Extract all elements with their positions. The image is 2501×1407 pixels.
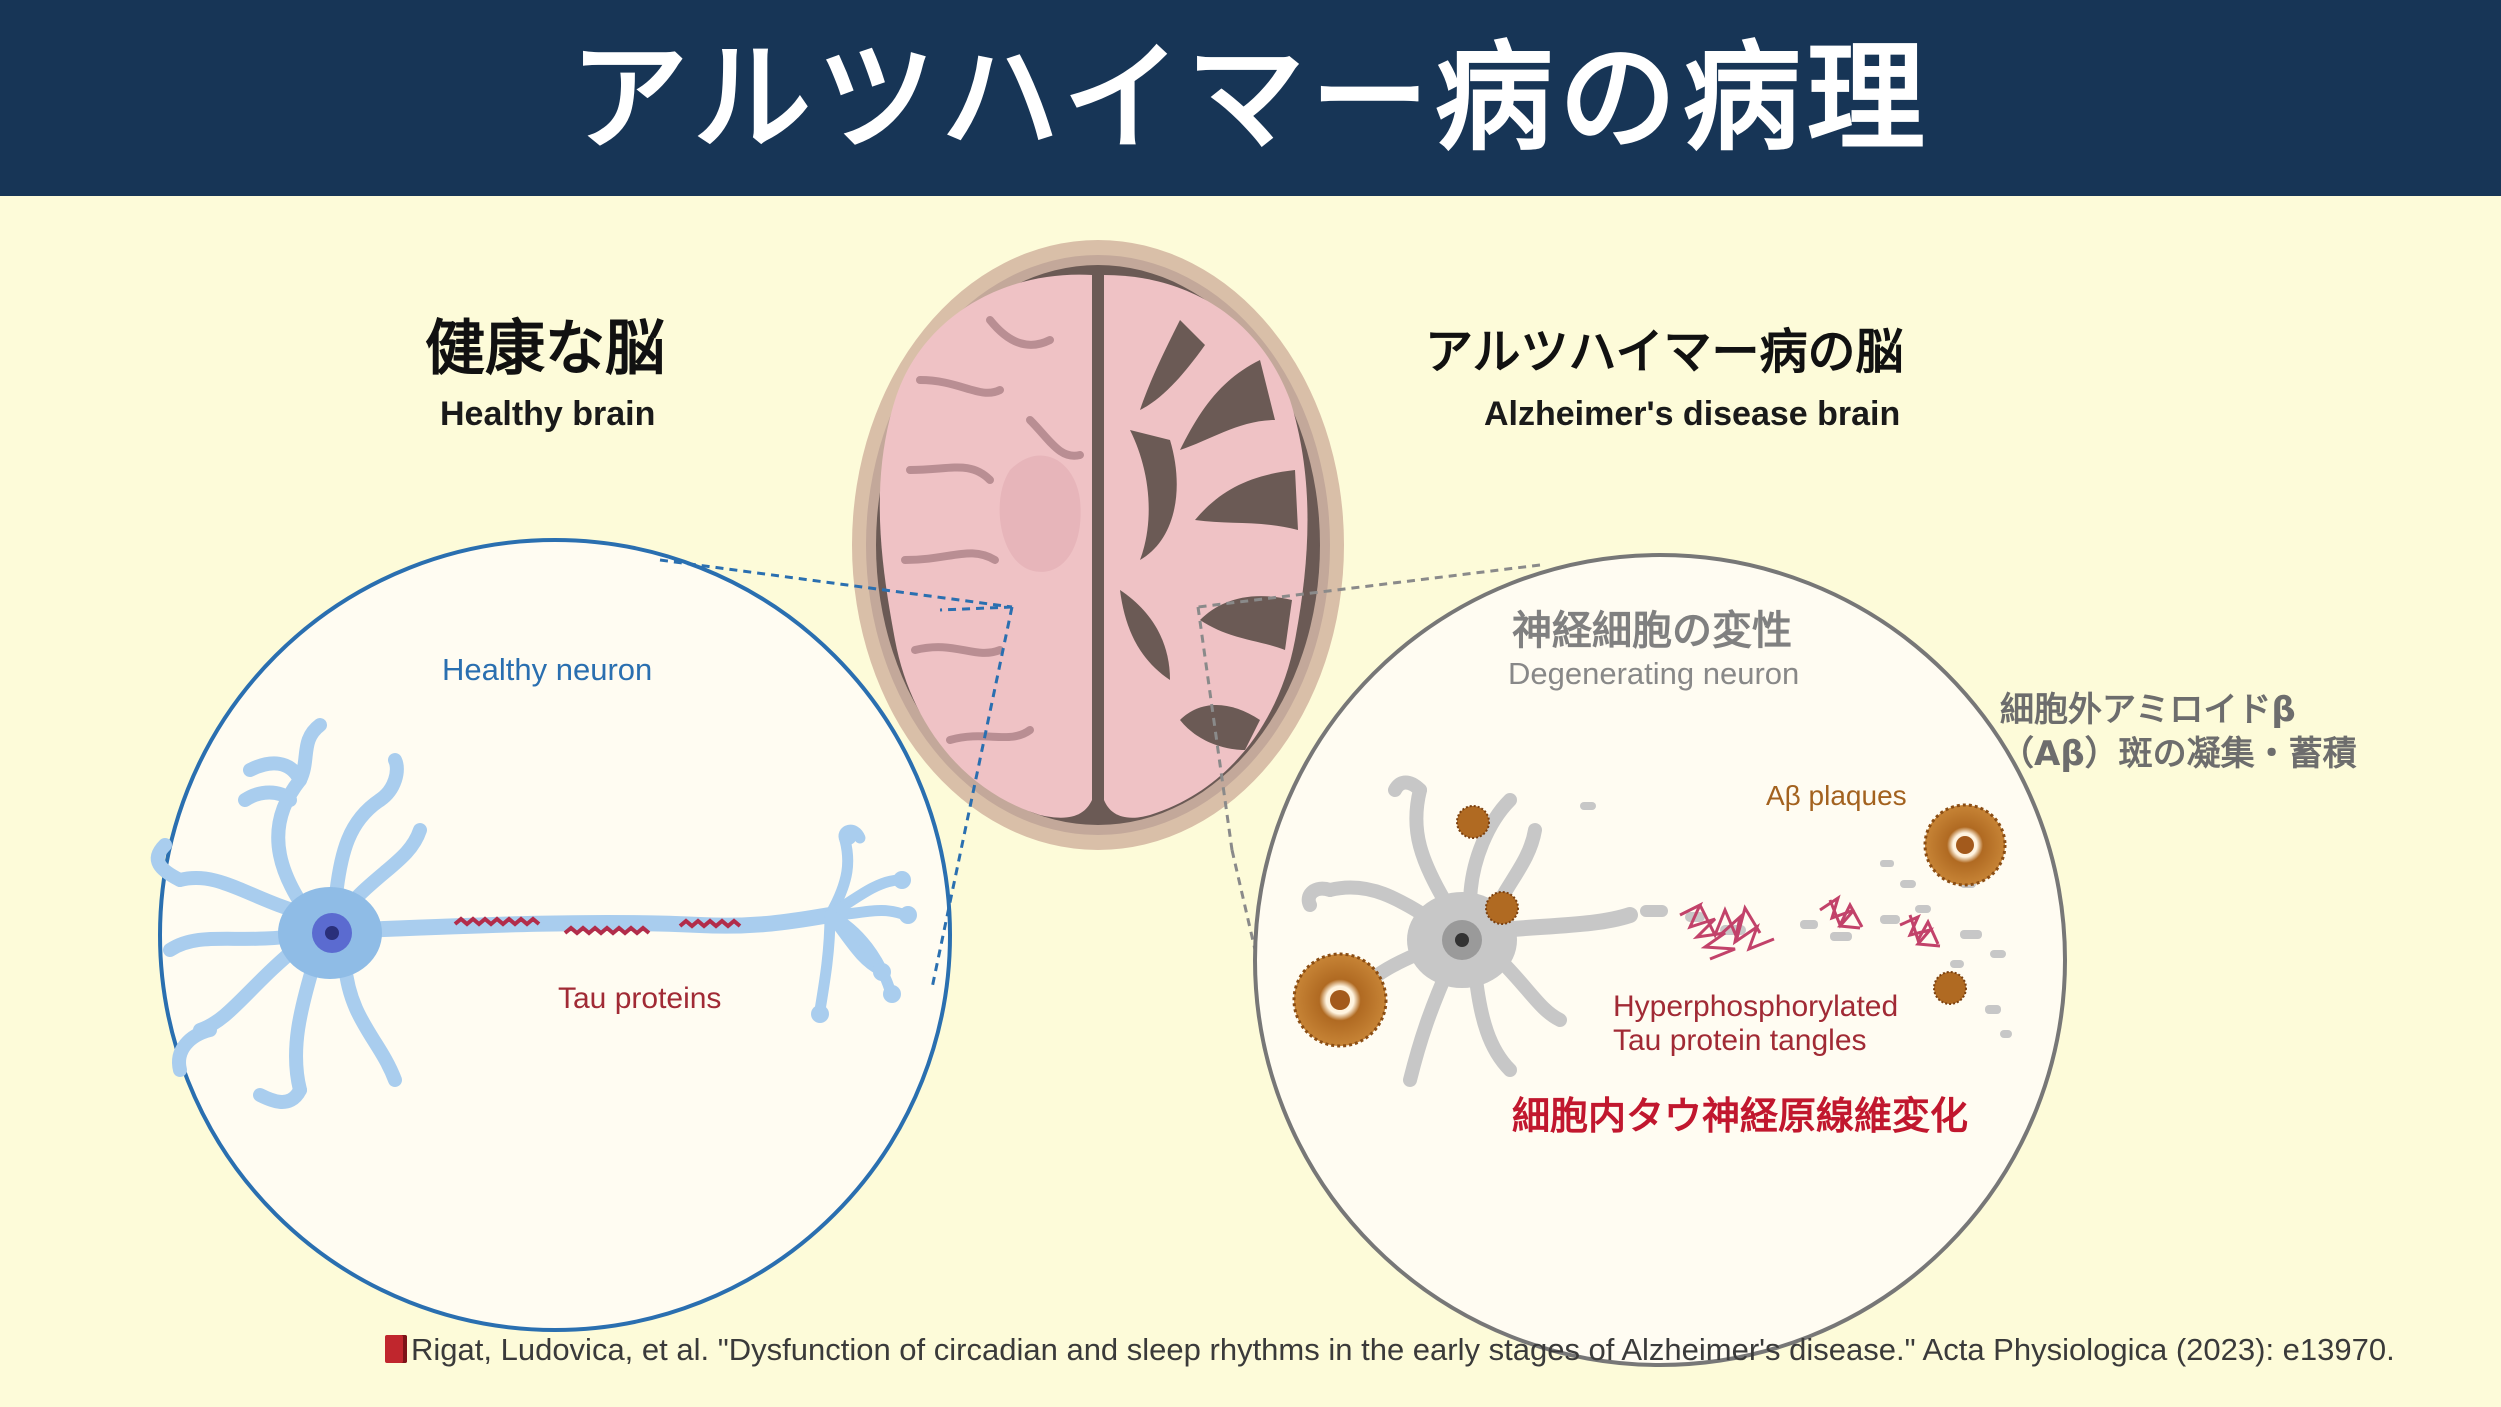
healthy-neuron-label: Healthy neuron: [442, 652, 653, 687]
tau-protein-segments: [453, 916, 742, 936]
plaques-label: Aβ plaques: [1766, 780, 1907, 811]
healthy-neuron-illustration: [150, 718, 911, 1109]
degenerating-title-jp: 神経細胞の変性: [1512, 608, 1792, 654]
amyloid-plaques: [1292, 803, 2007, 1048]
healthy-neuron-circle: [158, 538, 952, 1332]
healthy-title-en: Healthy brain: [440, 395, 656, 433]
healthy-hemisphere: [879, 274, 1092, 818]
healthy-soma: [278, 887, 382, 979]
axon-terminal-buttons: [811, 827, 917, 1023]
book-icon: [385, 1335, 407, 1363]
alzheimer-neuron-circle: [1253, 553, 2067, 1367]
amyloid-label-line1: 細胞外アミロイドβ: [2000, 690, 2296, 730]
tau-proteins-label: Tau proteins: [558, 982, 722, 1015]
tangles-label-line2: Tau protein tangles: [1613, 1024, 1867, 1057]
tau-tangles: [1679, 894, 1941, 961]
alzheimer-title-jp: アルツハイマー病の脳: [1425, 324, 1904, 380]
tangles-label-jp: 細胞内タウ神経原線維変化: [1512, 1094, 1969, 1138]
amyloid-label-line2: （Aβ）斑の凝集・蓄積: [2000, 734, 2357, 774]
header-bar: アルツハイマー病の病理: [0, 0, 2501, 196]
tangles-label-line1: Hyperphosphorylated: [1613, 990, 1899, 1023]
healthy-zoom-lines: [659, 558, 1014, 989]
alzheimer-title-en: Alzheimer's disease brain: [1484, 395, 1901, 433]
alzheimer-zoom-lines: [1196, 563, 1541, 981]
healthy-title-jp: 健康な脳: [425, 314, 665, 384]
degenerating-label-en: Degenerating neuron: [1508, 656, 1800, 691]
citation-text: Rigat, Ludovica, et al. "Dysfunction of …: [411, 1332, 2395, 1367]
brain-cross-section: [852, 240, 1344, 850]
citation: Rigat, Ludovica, et al. "Dysfunction of …: [385, 1332, 2395, 1368]
page-title: アルツハイマー病の病理: [570, 29, 1931, 167]
